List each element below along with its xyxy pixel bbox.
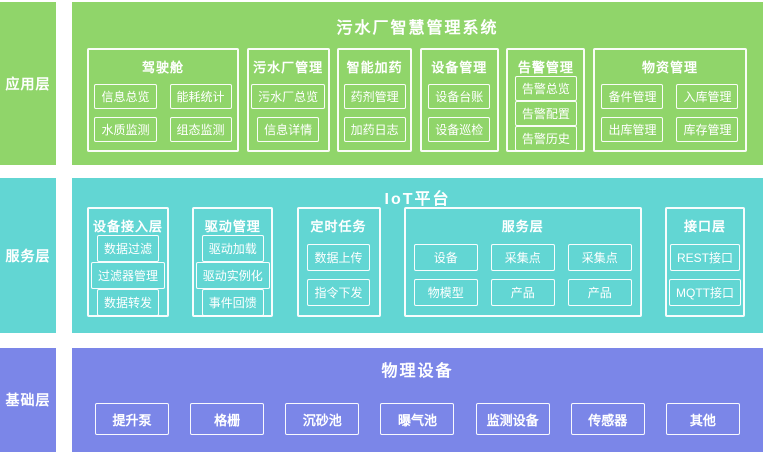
module-item: 驱动实例化 — [195, 262, 270, 289]
group-smart-dosing: 智能加药 药剂管理 加药日志 — [337, 48, 413, 152]
group-items: 备件管理 入库管理 出库管理 库存管理 — [595, 76, 745, 150]
module-item: 水质监测 — [94, 117, 157, 142]
module-item: REST接口 — [669, 243, 740, 271]
module-item: 产品 — [490, 279, 555, 307]
group-device-access-layer: 设备接入层 数据过滤 过滤器管理 数据转发 — [87, 207, 169, 317]
group-title: 设备管理 — [431, 60, 488, 75]
module-item: 采集点 — [567, 243, 632, 271]
group-items: 数据过滤 过滤器管理 数据转发 — [89, 235, 167, 316]
group-driver-management: 驱动管理 驱动加载 驱动实例化 事件回馈 — [192, 207, 274, 317]
physical-devices-row: 提升泵 格栅 沉砂池 曝气池 监测设备 传感器 其他 — [95, 403, 740, 435]
module-item: 数据上传 — [307, 243, 370, 271]
group-items: 药剂管理 加药日志 — [339, 76, 410, 150]
module-item: 指令下发 — [307, 279, 370, 307]
module-item: 备件管理 — [601, 84, 664, 109]
module-item: 告警配置 — [514, 101, 577, 126]
iot-platform-groups: 设备接入层 数据过滤 过滤器管理 数据转发 驱动管理 驱动加载 驱动实例化 事件… — [87, 207, 745, 317]
module-item: MQTT接口 — [669, 279, 741, 307]
group-scheduled-tasks: 定时任务 数据上传 指令下发 — [296, 207, 381, 317]
group-title: 告警管理 — [517, 60, 574, 75]
module-item: 能耗统计 — [169, 84, 232, 109]
group-title: 定时任务 — [310, 219, 367, 234]
device-other: 其他 — [665, 403, 740, 435]
module-item: 库存管理 — [676, 117, 739, 142]
group-interface-layer: 接口层 REST接口 MQTT接口 — [665, 207, 745, 317]
module-item: 过滤器管理 — [90, 262, 165, 289]
module-item: 设备台账 — [428, 84, 491, 109]
group-material-management: 物资管理 备件管理 入库管理 出库管理 库存管理 — [592, 48, 747, 152]
module-item: 药剂管理 — [343, 84, 406, 109]
module-item: 数据转发 — [96, 289, 159, 316]
group-title: 驱动管理 — [204, 219, 261, 234]
application-layer-groups: 驾驶舱 信息总览 能耗统计 水质监测 组态监测 污水厂管理 污水厂总览 信息详情… — [87, 48, 747, 152]
module-item: 出库管理 — [601, 117, 664, 142]
module-item: 事件回馈 — [201, 289, 264, 316]
module-item: 信息总览 — [94, 84, 157, 109]
module-item: 设备巡检 — [428, 117, 491, 142]
group-items: REST接口 MQTT接口 — [667, 235, 743, 315]
group-alarm-management: 告警管理 告警总览 告警配置 告警历史 — [506, 48, 586, 152]
group-title: 设备接入层 — [92, 219, 163, 234]
module-item: 物模型 — [413, 279, 478, 307]
device-grit-chamber: 沉砂池 — [285, 403, 360, 435]
module-item: 组态监测 — [169, 117, 232, 142]
device-monitoring-equipment: 监测设备 — [475, 403, 550, 435]
group-items: 告警总览 告警配置 告警历史 — [508, 76, 583, 151]
module-item: 信息详情 — [257, 117, 320, 142]
group-items: 数据上传 指令下发 — [299, 235, 379, 315]
iot-platform-panel: IoT平台 设备接入层 数据过滤 过滤器管理 数据转发 驱动管理 驱动加载 驱动… — [72, 178, 763, 333]
physical-devices-title: 物理设备 — [381, 363, 454, 380]
group-title: 服务层 — [501, 219, 544, 234]
group-items: 设备 采集点 采集点 物模型 产品 产品 — [406, 235, 640, 315]
device-aeration-tank: 曝气池 — [380, 403, 455, 435]
module-item: 设备 — [413, 243, 478, 271]
application-layer-panel: 污水厂智慧管理系统 驾驶舱 信息总览 能耗统计 水质监测 组态监测 污水厂管理 … — [72, 2, 763, 165]
device-sensor: 传感器 — [570, 403, 645, 435]
group-cockpit: 驾驶舱 信息总览 能耗统计 水质监测 组态监测 — [87, 48, 239, 152]
iot-platform-title: IoT平台 — [384, 191, 451, 208]
module-item: 产品 — [567, 279, 632, 307]
group-title: 驾驶舱 — [141, 60, 184, 75]
module-item: 加药日志 — [343, 117, 406, 142]
group-plant-management: 污水厂管理 污水厂总览 信息详情 — [246, 48, 330, 152]
module-item: 告警历史 — [514, 126, 577, 151]
group-service-layer: 服务层 设备 采集点 采集点 物模型 产品 产品 — [403, 207, 642, 317]
sidebar-label-application-layer: 应用层 — [0, 2, 56, 165]
sidebar-label-service-layer: 服务层 — [0, 178, 56, 333]
module-item: 入库管理 — [676, 84, 739, 109]
module-item: 污水厂总览 — [251, 84, 326, 109]
group-title: 智能加药 — [346, 60, 403, 75]
group-items: 污水厂总览 信息详情 — [249, 76, 328, 150]
device-lift-pump: 提升泵 — [95, 403, 169, 435]
module-item: 数据过滤 — [96, 235, 159, 262]
group-title: 接口层 — [683, 219, 726, 234]
group-items: 设备台账 设备巡检 — [422, 76, 497, 150]
physical-devices-panel: 物理设备 提升泵 格栅 沉砂池 曝气池 监测设备 传感器 其他 — [72, 348, 763, 452]
device-bar-screen: 格栅 — [190, 403, 265, 435]
group-equipment-management: 设备管理 设备台账 设备巡检 — [419, 48, 499, 152]
group-items: 信息总览 能耗统计 水质监测 组态监测 — [89, 76, 237, 150]
application-layer-title: 污水厂智慧管理系统 — [336, 20, 499, 37]
group-items: 驱动加载 驱动实例化 事件回馈 — [194, 235, 271, 316]
module-item: 告警总览 — [514, 76, 577, 101]
group-title: 污水厂管理 — [253, 60, 324, 75]
sidebar-label-base-layer: 基础层 — [0, 348, 56, 452]
group-title: 物资管理 — [641, 60, 698, 75]
module-item: 驱动加载 — [201, 235, 264, 262]
module-item: 采集点 — [490, 243, 555, 271]
